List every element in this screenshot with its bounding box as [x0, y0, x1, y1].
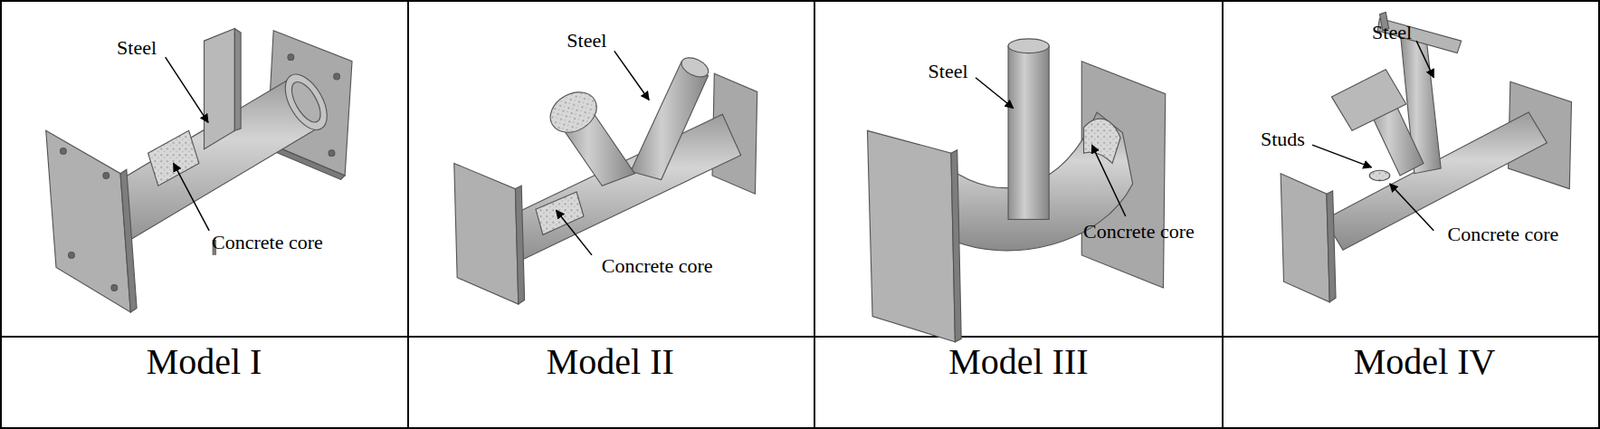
model-caption: Model IV	[1353, 342, 1496, 382]
model-two-figure	[454, 50, 758, 305]
model-four-figure	[1280, 12, 1572, 303]
part-label: Concrete core	[1083, 220, 1195, 243]
part-label: Steel	[1371, 21, 1412, 44]
part-label: Studs	[1260, 128, 1305, 151]
model-one-figure	[46, 28, 353, 313]
part-label: Concrete core	[601, 255, 714, 277]
part-label: Steel	[928, 60, 969, 83]
model-caption: Model III	[948, 342, 1088, 382]
model-caption: Model I	[146, 342, 263, 382]
part-label: Concrete core	[211, 231, 324, 254]
model-caption: Model II	[546, 342, 675, 382]
part-label: Concrete core	[1447, 223, 1560, 246]
part-label: Steel	[116, 37, 157, 59]
model-three-figure	[866, 38, 1165, 343]
part-label: Steel	[566, 29, 607, 52]
